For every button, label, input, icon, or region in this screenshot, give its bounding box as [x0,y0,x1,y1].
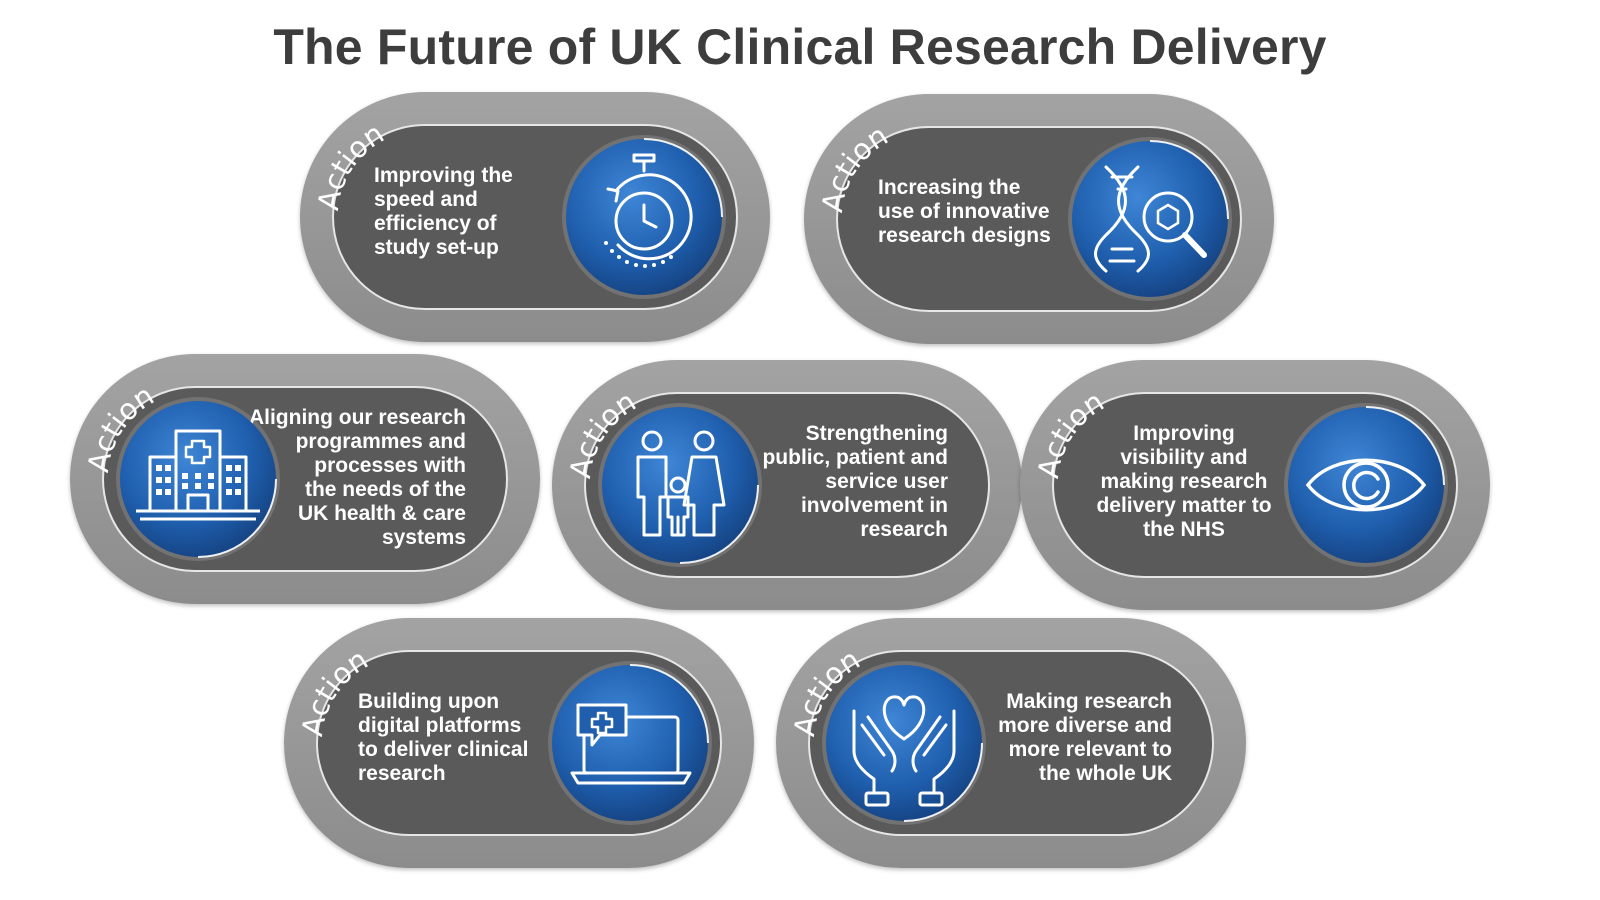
hospital-icon [110,391,286,567]
action-text: Improving visibility and making research… [1096,422,1272,541]
action-card-7: Action Making research more diverse and … [776,618,1246,868]
family-icon [592,397,768,573]
action-card-4: Action Strengthening public, patient and… [552,360,1022,610]
hands-heart-icon [816,655,992,831]
action-text: Building upon digital platforms to deliv… [358,690,529,785]
action-text: Increasing the use of innovative researc… [878,176,1051,247]
action-card-2: Action Increasing the use of innovative … [804,94,1274,344]
action-card-1: Action Improving the speed and efficienc… [300,92,770,342]
action-card-5: Action Improving visibility and making r… [1020,360,1490,610]
action-card-6: Action Building upon digital platforms t… [284,618,754,868]
laptop-medical-icon [542,655,718,831]
page-title: The Future of UK Clinical Research Deliv… [273,19,1327,75]
action-text: Aligning our research programmes and pro… [248,406,466,549]
action-card-3: Action Aligning our research programmes … [70,354,540,604]
stopwatch-icon [556,129,732,305]
eye-icon [1278,397,1454,573]
dna-magnifier-icon [1062,131,1238,307]
action-text: Making research more diverse and more re… [998,690,1172,785]
action-text: Improving the speed and efficiency of st… [374,164,513,259]
action-text: Strengthening public, patient and servic… [762,422,948,541]
